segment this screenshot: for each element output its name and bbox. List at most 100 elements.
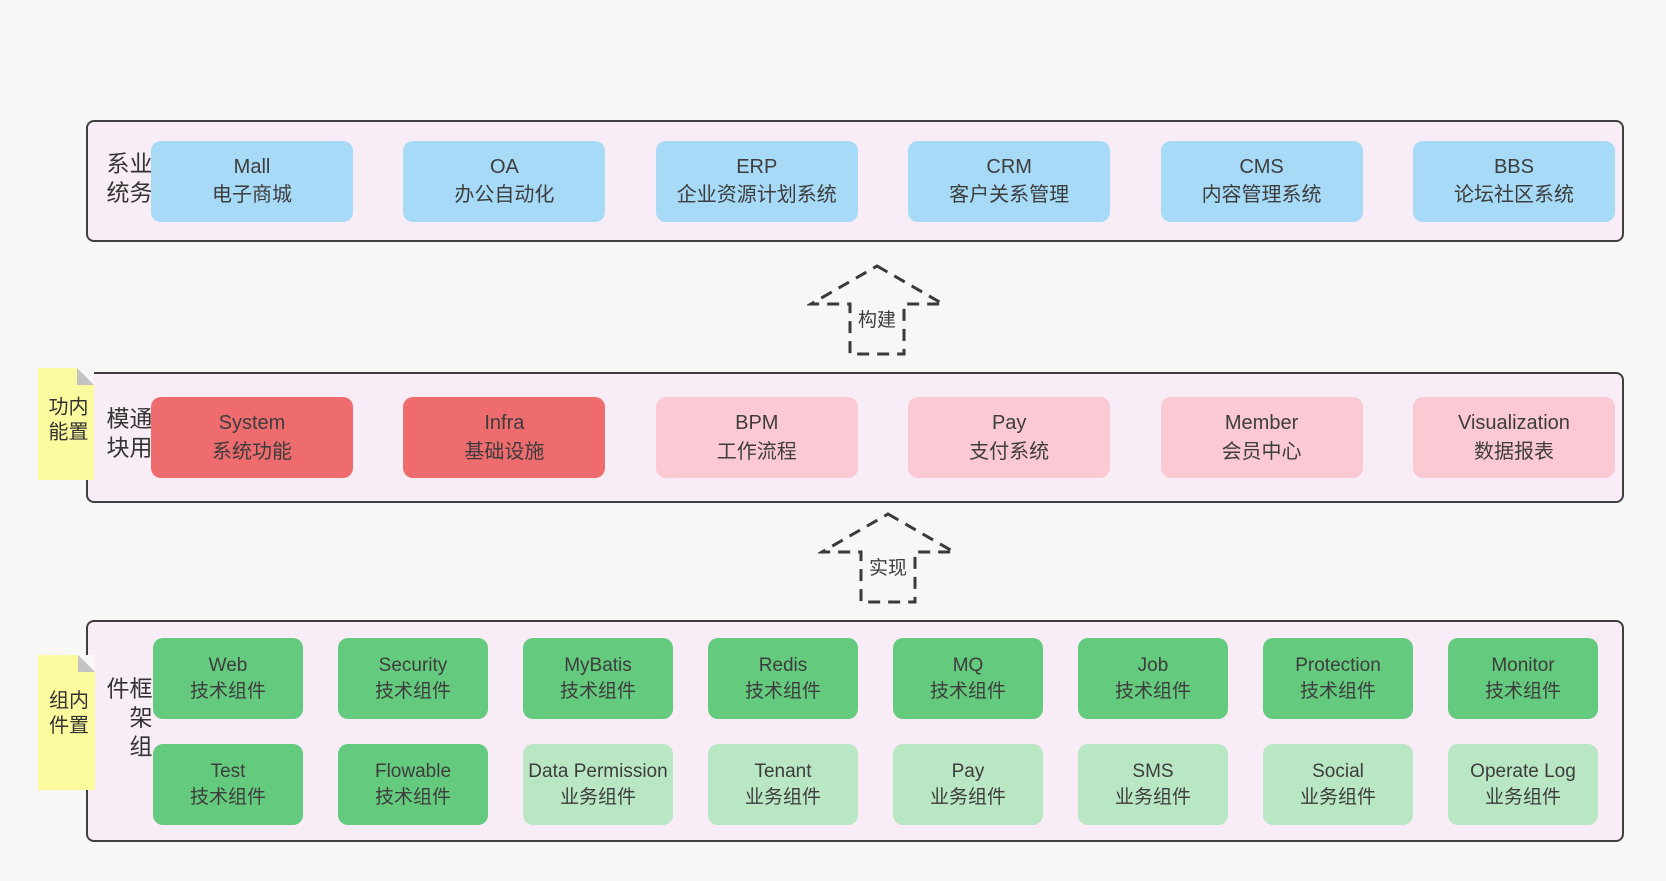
box-desc: 论坛社区系统	[1453, 184, 1574, 206]
box-name: Mall	[233, 155, 271, 178]
arrow-implement-label: 实现	[869, 557, 907, 579]
box-desc: 企业资源计划系统	[676, 184, 837, 206]
box-desc: 技术组件	[189, 786, 266, 808]
box-desc: 会员中心	[1221, 440, 1302, 463]
box-oa: OA 办公自动化	[403, 140, 606, 222]
framework-components-grid: Web 技术组件 Security 技术组件 MyBatis 技术组件 Redi…	[153, 638, 1598, 825]
box-name: Visualization	[1457, 412, 1570, 435]
box-desc: 技术组件	[189, 680, 266, 702]
sticky-note-built-in-components: 内置组件	[38, 655, 95, 790]
box-desc: 内容管理系统	[1201, 184, 1322, 206]
common-modules-row: System 系统功能 Infra 基础设施 BPM 工作流程 Pay 支付系统…	[151, 374, 1615, 501]
box-bbs: BBS 论坛社区系统	[1412, 140, 1615, 222]
box-desc: 技术组件	[1484, 680, 1561, 702]
box-name: Protection	[1295, 655, 1381, 677]
box-system: System 系统功能	[151, 397, 353, 478]
box-data-permission: Data Permission 业务组件	[523, 744, 673, 825]
box-desc: 技术组件	[1114, 680, 1191, 702]
box-desc: 技术组件	[1299, 680, 1376, 702]
box-name: BBS	[1493, 155, 1534, 178]
box-security: Security 技术组件	[338, 638, 488, 719]
box-protection: Protection 技术组件	[1263, 638, 1413, 719]
band-title-framework-components: 框架组件	[103, 676, 152, 764]
band-framework-components: 框架组件 Web 技术组件 Security 技术组件 MyBatis 技术组件…	[86, 620, 1624, 842]
box-pay-module: Pay 支付系统	[908, 397, 1111, 478]
box-name: OA	[489, 155, 519, 178]
box-desc: 业务组件	[559, 786, 636, 808]
box-name: System	[218, 412, 286, 435]
box-name: Pay	[951, 761, 985, 783]
box-name: Member	[1224, 412, 1299, 435]
box-name: Security	[378, 655, 448, 677]
box-name: Job	[1137, 655, 1169, 677]
box-redis: Redis 技术组件	[708, 638, 858, 719]
box-mybatis: MyBatis 技术组件	[523, 638, 673, 719]
box-desc: 业务组件	[1114, 786, 1191, 808]
business-systems-row: Mall 电子商城 OA 办公自动化 ERP 企业资源计划系统 CRM 客户关系…	[151, 122, 1615, 240]
box-name: ERP	[736, 155, 778, 178]
box-mall: Mall 电子商城	[151, 140, 353, 222]
box-name: Test	[210, 761, 246, 783]
box-visualization: Visualization 数据报表	[1412, 397, 1615, 478]
box-desc: 技术组件	[929, 680, 1006, 702]
box-desc: 工作流程	[716, 440, 797, 463]
box-operate-log: Operate Log 业务组件	[1448, 744, 1598, 825]
box-desc: 技术组件	[744, 680, 821, 702]
box-crm: CRM 客户关系管理	[908, 140, 1111, 222]
up-arrow-icon: 构建	[807, 264, 947, 356]
box-name: CMS	[1239, 155, 1284, 178]
box-desc: 基础设施	[464, 440, 545, 463]
box-cms: CMS 内容管理系统	[1160, 140, 1363, 222]
arrow-implement: 实现	[818, 510, 958, 606]
box-mq: MQ 技术组件	[893, 638, 1043, 719]
box-desc: 技术组件	[559, 680, 636, 702]
box-desc: 业务组件	[1484, 786, 1561, 808]
box-flowable: Flowable 技术组件	[338, 744, 488, 825]
box-name: MyBatis	[564, 655, 632, 677]
box-name: Data Permission	[528, 761, 668, 783]
arrow-build: 构建	[807, 262, 947, 358]
box-test: Test 技术组件	[153, 744, 303, 825]
box-name: CRM	[986, 155, 1032, 178]
box-desc: 业务组件	[744, 786, 821, 808]
box-desc: 数据报表	[1473, 440, 1554, 463]
box-name: SMS	[1132, 761, 1174, 783]
box-bpm: BPM 工作流程	[655, 397, 858, 478]
box-desc: 业务组件	[1299, 786, 1376, 808]
box-name: Tenant	[754, 761, 812, 783]
box-name: MQ	[952, 655, 984, 677]
box-desc: 技术组件	[374, 786, 451, 808]
box-desc: 技术组件	[374, 680, 451, 702]
up-arrow-icon: 实现	[818, 512, 958, 604]
box-name: Operate Log	[1470, 761, 1576, 783]
box-name: Social	[1312, 761, 1364, 783]
box-name: Flowable	[374, 761, 452, 783]
box-name: Monitor	[1491, 655, 1555, 677]
box-member: Member 会员中心	[1160, 397, 1363, 478]
box-monitor: Monitor 技术组件	[1448, 638, 1598, 719]
sticky-note-label: 内置组件	[45, 688, 88, 739]
box-social: Social 业务组件	[1263, 744, 1413, 825]
box-name: Pay	[991, 412, 1027, 435]
box-name: Redis	[758, 655, 808, 677]
box-erp: ERP 企业资源计划系统	[655, 140, 858, 222]
box-desc: 支付系统	[969, 440, 1050, 463]
sticky-note-built-in-features: 内置功能	[38, 368, 94, 480]
box-desc: 业务组件	[929, 786, 1006, 808]
box-desc: 办公自动化	[454, 184, 555, 206]
box-desc: 客户关系管理	[949, 184, 1070, 206]
box-pay-component: Pay 业务组件	[893, 744, 1043, 825]
box-name: Infra	[484, 412, 525, 435]
box-web: Web 技术组件	[153, 638, 303, 719]
band-title-business-systems: 业务系统	[103, 151, 152, 210]
band-business-systems: 业务系统 Mall 电子商城 OA 办公自动化 ERP 企业资源计划系统 CRM…	[86, 120, 1624, 242]
box-name: Web	[208, 655, 248, 677]
box-name: BPM	[735, 412, 779, 435]
band-title-common-modules: 通用模块	[103, 405, 152, 464]
box-sms: SMS 业务组件	[1078, 744, 1228, 825]
arrow-build-label: 构建	[858, 309, 896, 331]
box-desc: 系统功能	[212, 440, 292, 463]
sticky-note-label: 内置功能	[45, 396, 87, 446]
box-job: Job 技术组件	[1078, 638, 1228, 719]
